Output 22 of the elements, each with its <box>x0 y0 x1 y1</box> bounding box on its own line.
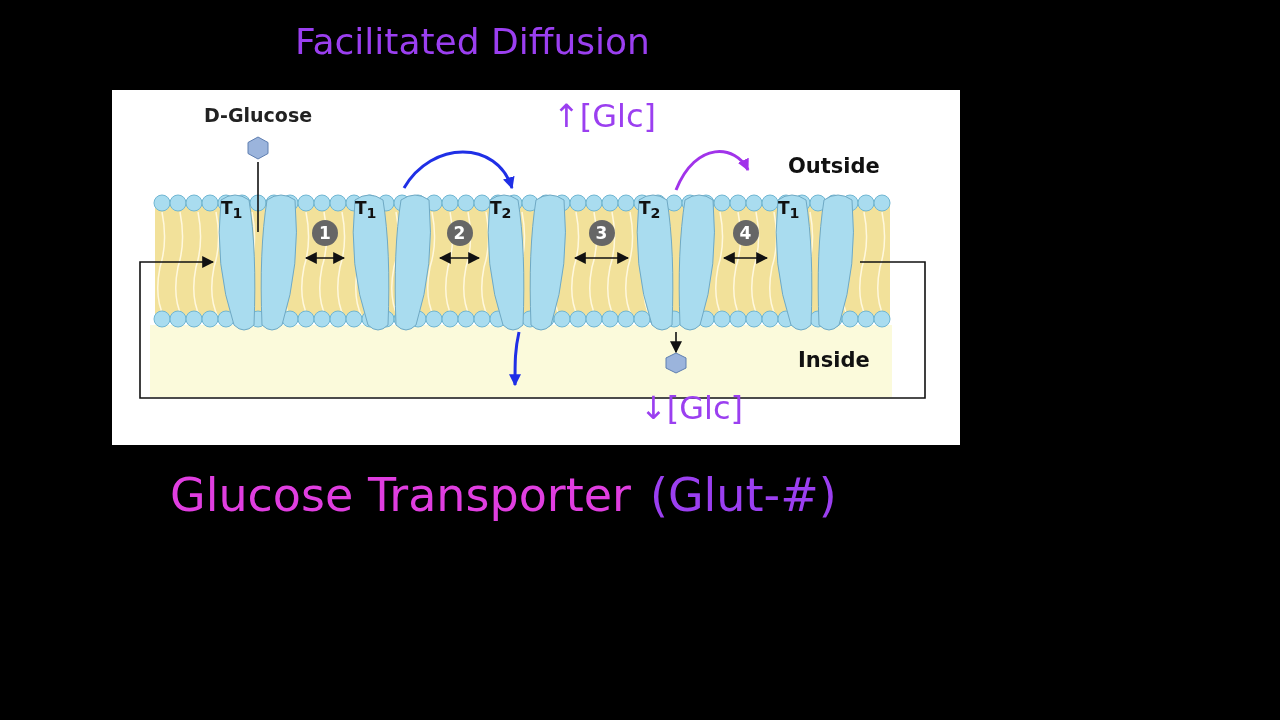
equilibrium-arrow <box>438 252 481 264</box>
subunit-label: T$_{1}$ <box>355 200 377 221</box>
region-label: Outside <box>788 156 880 177</box>
equilibrium-arrow <box>722 252 769 264</box>
molecule-label: D-Glucose <box>202 104 314 126</box>
arrow <box>139 256 926 399</box>
concentration-note: ↑[Glc] <box>553 100 657 132</box>
equilibrium-arrow <box>573 252 630 264</box>
region-label: Inside <box>798 350 870 371</box>
connector-line <box>257 161 259 233</box>
arrow <box>670 331 682 354</box>
subunit-label: T$_{2}$ <box>490 200 512 221</box>
concentration-note: ↓[Glc] <box>640 392 744 424</box>
arrow <box>509 331 521 387</box>
arrow <box>674 150 750 191</box>
equilibrium-arrow <box>304 252 346 264</box>
title: Facilitated Diffusion <box>295 24 650 60</box>
subunit-label: T$_{2}$ <box>639 200 661 221</box>
handwritten-note: (Glut-#) <box>650 472 837 518</box>
arrow <box>402 150 514 190</box>
subunit-label: T$_{1}$ <box>221 200 243 221</box>
subunit-label: T$_{1}$ <box>778 200 800 221</box>
